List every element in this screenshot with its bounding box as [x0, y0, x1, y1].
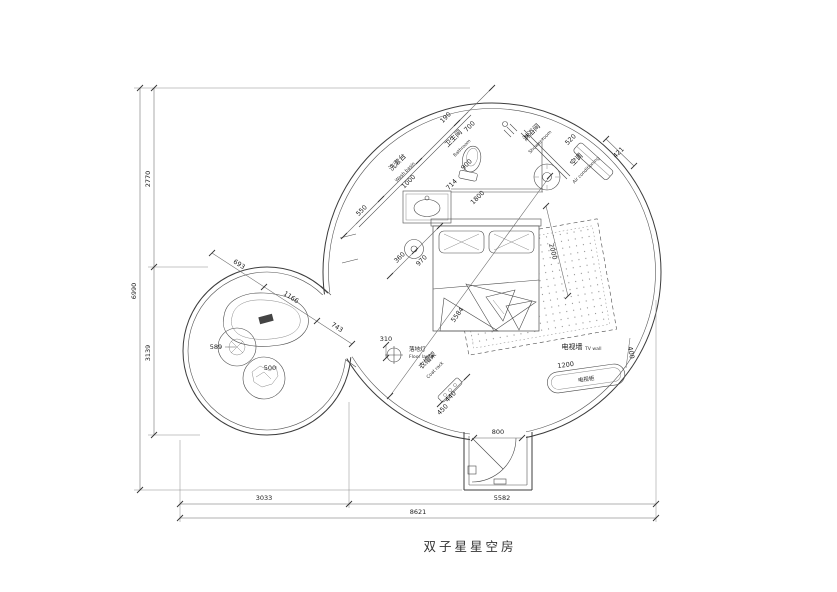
dim-550: 550: [354, 203, 368, 217]
washbasin-counter: [402, 190, 452, 224]
tv-cabinet-label: 电视柜: [577, 374, 595, 384]
floor-lamp: [385, 346, 403, 364]
toilet: [458, 145, 482, 182]
dim-ac-leader: [602, 135, 638, 170]
dim-310: 310: [380, 335, 392, 343]
tv-wall-label-en: TV wall: [584, 346, 602, 352]
dim-360: 360: [392, 250, 406, 264]
diag-dim-chain-bed: [386, 222, 444, 280]
bed: [430, 218, 542, 332]
air-conditioner: [573, 142, 614, 180]
bottom-dim-chain: 3033 5582 8621: [176, 494, 660, 522]
dim-width-right: 5582: [494, 494, 511, 502]
dim-overall-height: 6990: [130, 283, 138, 300]
floor-cushions: [485, 289, 533, 331]
floor-lamp-label-cn: 落地灯: [409, 345, 426, 353]
dim-1200: 1200: [557, 360, 574, 370]
dim-450: 450: [435, 402, 449, 416]
drawing-title: 双子星星空房: [423, 539, 516, 554]
dim-520: 520: [563, 132, 577, 146]
dim-height-bottom: 3139: [144, 345, 152, 362]
dim-overall-width: 8621: [410, 508, 427, 516]
dim-1166: 1166: [282, 289, 300, 305]
bathtub: [222, 292, 309, 347]
dim-310-leader: [382, 341, 390, 362]
wall-niche: [339, 233, 359, 264]
diag-dim-2000: [542, 202, 572, 300]
small-round-room-walls: [182, 266, 352, 436]
diag-dim-5584: [386, 172, 554, 400]
round-chair-large: [242, 356, 286, 400]
shower-drain: [533, 163, 561, 191]
extension-lines: [134, 87, 657, 522]
dim-190: 190: [438, 110, 452, 124]
tv-wall-label-cn: 电视墙: [562, 342, 583, 351]
round-chair-small: [217, 327, 257, 367]
shower-head-icon: [502, 121, 518, 138]
bathroom-label-cn: 卫生间: [443, 128, 464, 149]
dim-400: 400: [626, 346, 636, 360]
dim-width-left: 3033: [256, 494, 273, 502]
dim-door-width: 800: [492, 428, 504, 436]
diagonal-dim-chain-top: [340, 84, 496, 240]
left-dim-chain: 6990 2770 3139: [130, 84, 158, 494]
passage-jambs: [320, 285, 357, 368]
pillow-right: [488, 230, 535, 254]
shower-label-cn: 淋浴间: [521, 122, 542, 143]
dim-500: 500: [264, 364, 276, 372]
dim-693: 693: [232, 258, 247, 271]
floor-lamp-label-en: Floor lamp: [409, 354, 433, 360]
dim-1800: 1800: [469, 189, 486, 206]
dim-height-top: 2770: [144, 171, 152, 188]
dim-440: 440: [443, 389, 457, 403]
dim-2000: 2000: [547, 243, 559, 261]
coat-rack: [437, 377, 463, 403]
dim-421: 421: [611, 145, 625, 159]
ac-label-cn: 空调: [568, 151, 584, 167]
dim-900: 900: [459, 157, 473, 171]
dim-714: 714: [444, 177, 458, 191]
dim-970: 970: [414, 253, 428, 267]
entry-vestibule: 800: [463, 428, 533, 491]
diag-dim-chain-smallroom: [208, 249, 356, 348]
dim-400-leader: [625, 337, 631, 369]
pillow-left: [438, 230, 485, 254]
passage-opening: [313, 289, 361, 363]
dim-589: 589: [210, 343, 222, 351]
dim-coatrack-leader: [436, 373, 471, 408]
tv-cabinet: 电视柜: [547, 363, 626, 394]
